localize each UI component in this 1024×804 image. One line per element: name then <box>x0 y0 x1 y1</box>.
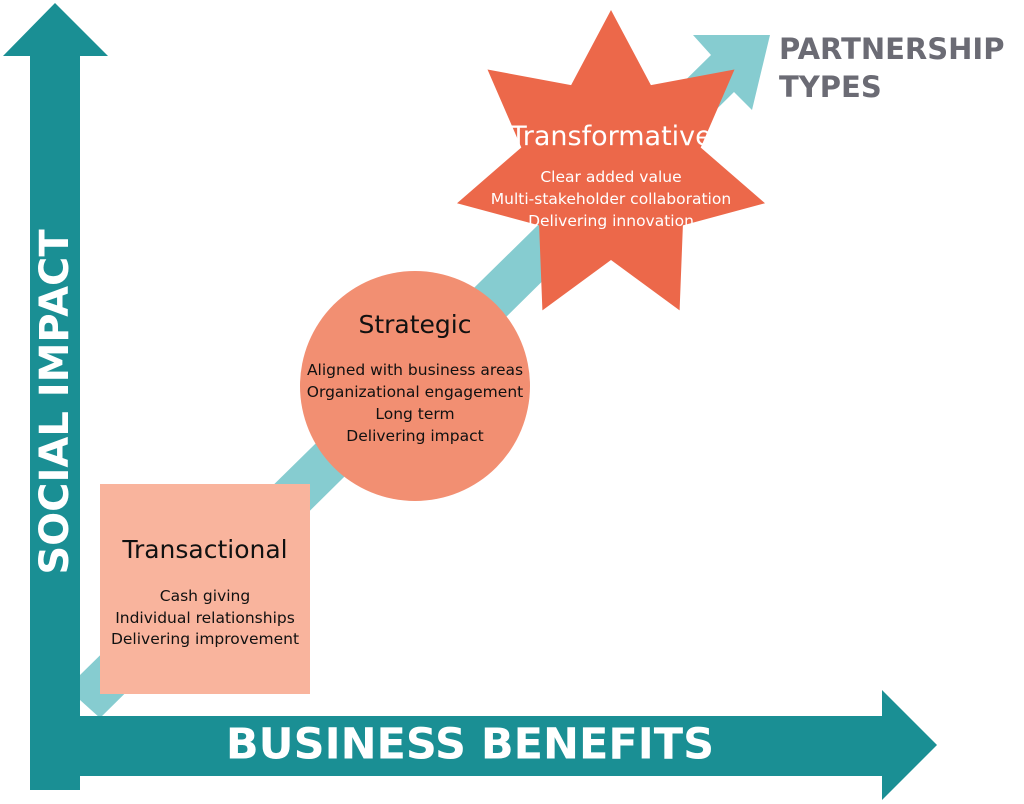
transactional-item: Cash giving <box>160 587 250 605</box>
y-axis-label: SOCIAL IMPACT <box>32 229 78 575</box>
strategic-item: Organizational engagement <box>307 383 523 401</box>
diagram-title-line-1: PARTNERSHIP <box>779 32 1004 66</box>
node-strategic: Strategic Aligned with business areas Or… <box>300 271 530 501</box>
strategic-item: Delivering impact <box>346 427 483 445</box>
transactional-title: Transactional <box>121 535 287 564</box>
transactional-item: Individual relationships <box>115 609 295 627</box>
node-transactional: Transactional Cash giving Individual rel… <box>100 484 310 694</box>
strategic-item: Aligned with business areas <box>307 361 523 379</box>
strategic-title: Strategic <box>358 310 471 339</box>
transformative-item: Multi-stakeholder collaboration <box>491 190 731 208</box>
diagram-title-line-2: TYPES <box>779 70 882 104</box>
strategic-circle <box>300 271 530 501</box>
x-axis-label: BUSINESS BENEFITS <box>226 720 714 770</box>
x-axis-arrow <box>30 690 937 800</box>
transformative-star <box>457 10 765 311</box>
node-transformative: Transformative Clear added value Multi-s… <box>457 10 765 311</box>
transformative-item: Clear added value <box>540 168 681 186</box>
transactional-item: Delivering improvement <box>111 630 299 648</box>
transformative-item: Delivering innovation <box>528 212 694 230</box>
transformative-title: Transformative <box>509 121 712 152</box>
strategic-item: Long term <box>375 405 454 423</box>
transactional-square <box>100 484 310 694</box>
y-axis-arrow <box>3 3 108 790</box>
